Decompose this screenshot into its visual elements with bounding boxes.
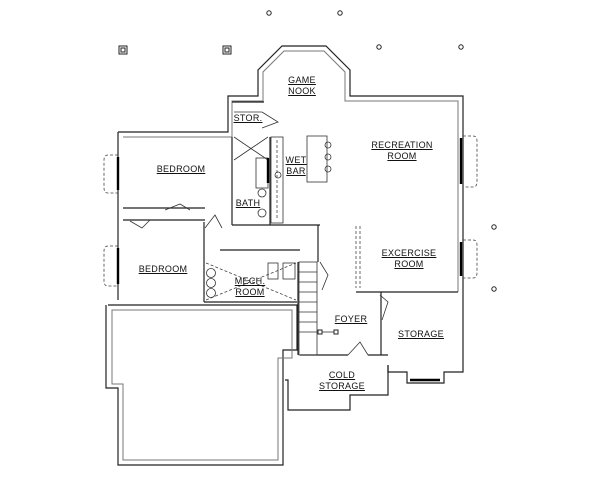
interior-walls [123,101,458,356]
label-foyer: FOYER [334,314,368,324]
stairs [298,261,339,356]
windows [103,135,478,382]
bath-fixtures [233,136,270,218]
piers [118,10,497,292]
square-post-inner [224,47,230,53]
wet-bar-counter [270,135,332,224]
label-stor: STOR. [233,113,263,123]
pier-post [458,44,464,50]
pier-post [376,44,382,50]
label-bedroom-2: BEDROOM [138,264,188,274]
pier-post [266,10,272,16]
doors [129,111,389,356]
pier-post [491,286,497,292]
mech-equipment [205,262,297,301]
label-storage: STORAGE [398,329,444,339]
pier-post [491,224,497,230]
pier-post [337,10,343,16]
label-bath: BATH [235,198,261,208]
square-post-inner [120,47,126,53]
exercise-partition [355,226,361,288]
label-bedroom-1: BEDROOM [156,164,206,174]
label-mech-room: MECH.ROOM [234,276,266,297]
